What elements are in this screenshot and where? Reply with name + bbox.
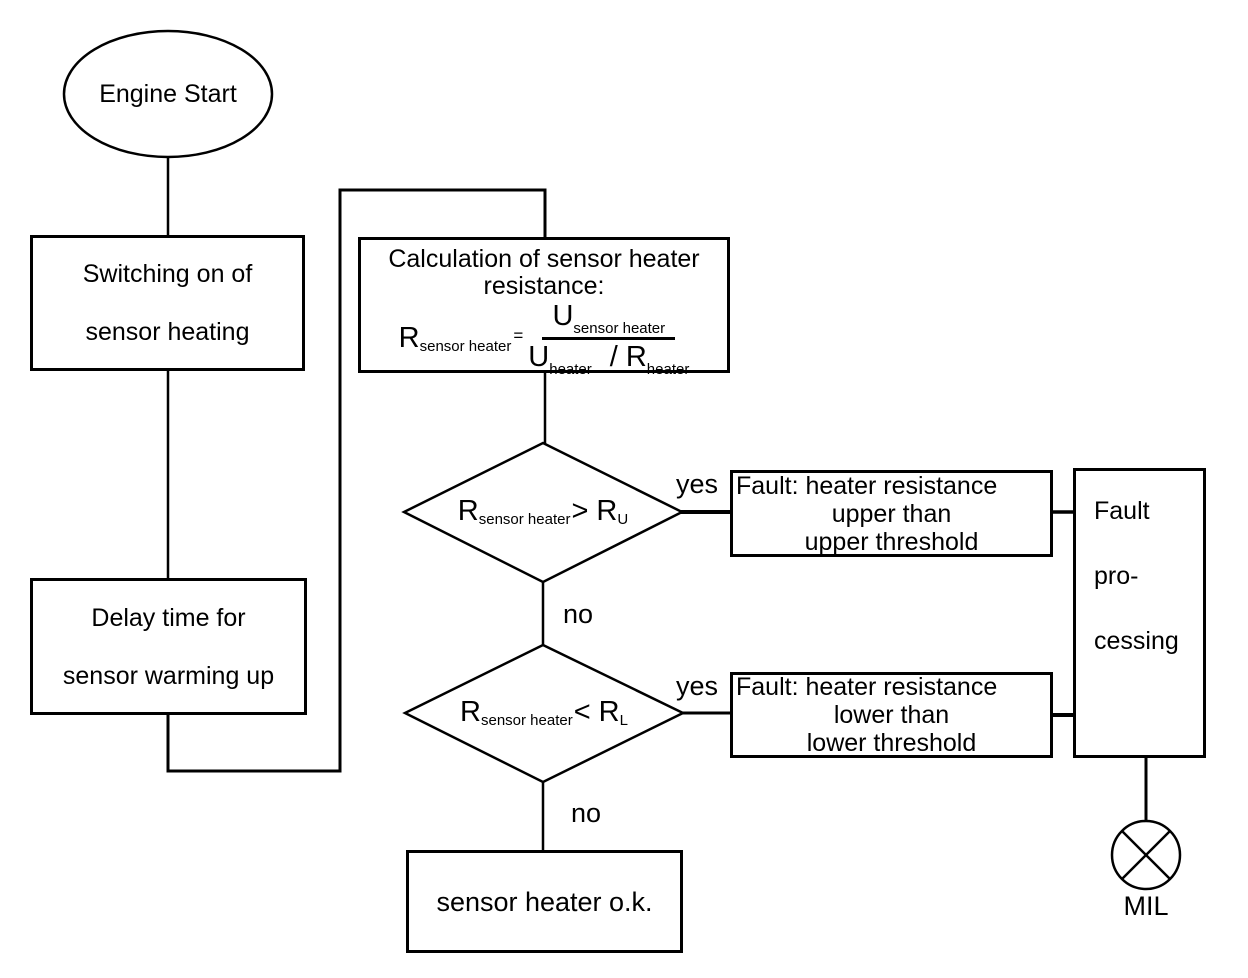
decision-lower-lhs-base: R <box>460 696 481 728</box>
formula-den-sub1: heater <box>549 361 592 378</box>
formula-lhs-base: R <box>398 322 420 354</box>
formula-den-base1: U <box>528 341 550 373</box>
decision-upper-rhs-sub: U <box>617 510 629 528</box>
formula-den-sub2: heater <box>646 361 690 378</box>
delay-line2: sensor warming up <box>62 661 275 690</box>
decision-upper-diamond <box>401 441 685 584</box>
formula-fraction: Usensor heater Uheater /Rheater <box>528 300 690 378</box>
start-node-label: Engine Start <box>99 79 237 108</box>
formula-den-base2: R <box>625 341 647 373</box>
fault-upper-box: Fault: heater resistance upper than uppe… <box>730 470 1053 557</box>
decision-lower-diamond <box>402 643 686 784</box>
formula-lhs-sub: sensor heater <box>419 337 512 355</box>
decision-upper-rhs-base: R <box>596 495 618 527</box>
edge-label-upper-yes: yes <box>675 468 719 499</box>
switch-on-line2: sensor heating <box>85 318 250 346</box>
decision-lower-rhs-sub: L <box>619 711 628 729</box>
calculation-box: Calculation of sensor heater resistance:… <box>358 237 730 378</box>
decision-lower-rhs-base: R <box>598 696 620 728</box>
decision-upper-lhs-sub: sensor heater <box>478 510 571 528</box>
fault-lower-line1: Fault: heater resistance <box>736 673 998 701</box>
formula-numerator: Usensor heater <box>542 300 676 340</box>
decision-lower-lhs-sub: sensor heater <box>480 711 573 729</box>
fault-processing-line3: cessing <box>1094 627 1179 655</box>
formula-den-op: / <box>609 341 618 373</box>
delay-line1: Delay time for <box>91 603 246 632</box>
switch-on-line1: Switching on of <box>82 260 253 288</box>
fault-processing-line2: pro- <box>1094 562 1139 590</box>
formula-equals: = <box>513 325 524 345</box>
fault-upper-line1: Fault: heater resistance <box>736 471 998 500</box>
sensor-ok-box: sensor heater o.k. <box>406 850 683 953</box>
fault-processing-box: Fault pro- cessing <box>1073 468 1206 758</box>
decision-upper-operator: > <box>571 494 589 527</box>
fault-lower-box: Fault: heater resistance lower than lowe… <box>730 672 1053 758</box>
calc-title-line1: Calculation of sensor heater <box>388 245 700 273</box>
edge-label-upper-no: no <box>562 598 594 629</box>
mil-label: MIL <box>1123 890 1169 921</box>
formula-denominator: Uheater /Rheater <box>528 340 690 378</box>
fault-upper-line3: upper threshold <box>804 527 979 556</box>
sensor-ok-label: sensor heater o.k. <box>436 886 653 917</box>
delay-time-box: Delay time for sensor warming up <box>30 578 307 715</box>
edge-label-lower-yes: yes <box>675 670 719 701</box>
fault-processing-line1: Fault <box>1094 497 1150 525</box>
switch-on-heating-box: Switching on of sensor heating <box>30 235 305 371</box>
calc-title-line2: resistance: <box>483 272 605 300</box>
mil-lamp-cross-2 <box>1121 830 1171 880</box>
decision-lower-operator: < <box>573 695 591 728</box>
formula-num-base: U <box>552 300 574 332</box>
decision-upper-lhs-base: R <box>457 495 479 527</box>
edge-label-lower-no: no <box>570 797 602 828</box>
fault-upper-line2: upper than <box>831 499 952 528</box>
formula-num-sub: sensor heater <box>573 320 666 337</box>
edge-delay-to-calc <box>166 188 547 773</box>
fault-lower-line2: lower than <box>833 701 950 729</box>
fault-lower-line3: lower threshold <box>806 729 977 757</box>
